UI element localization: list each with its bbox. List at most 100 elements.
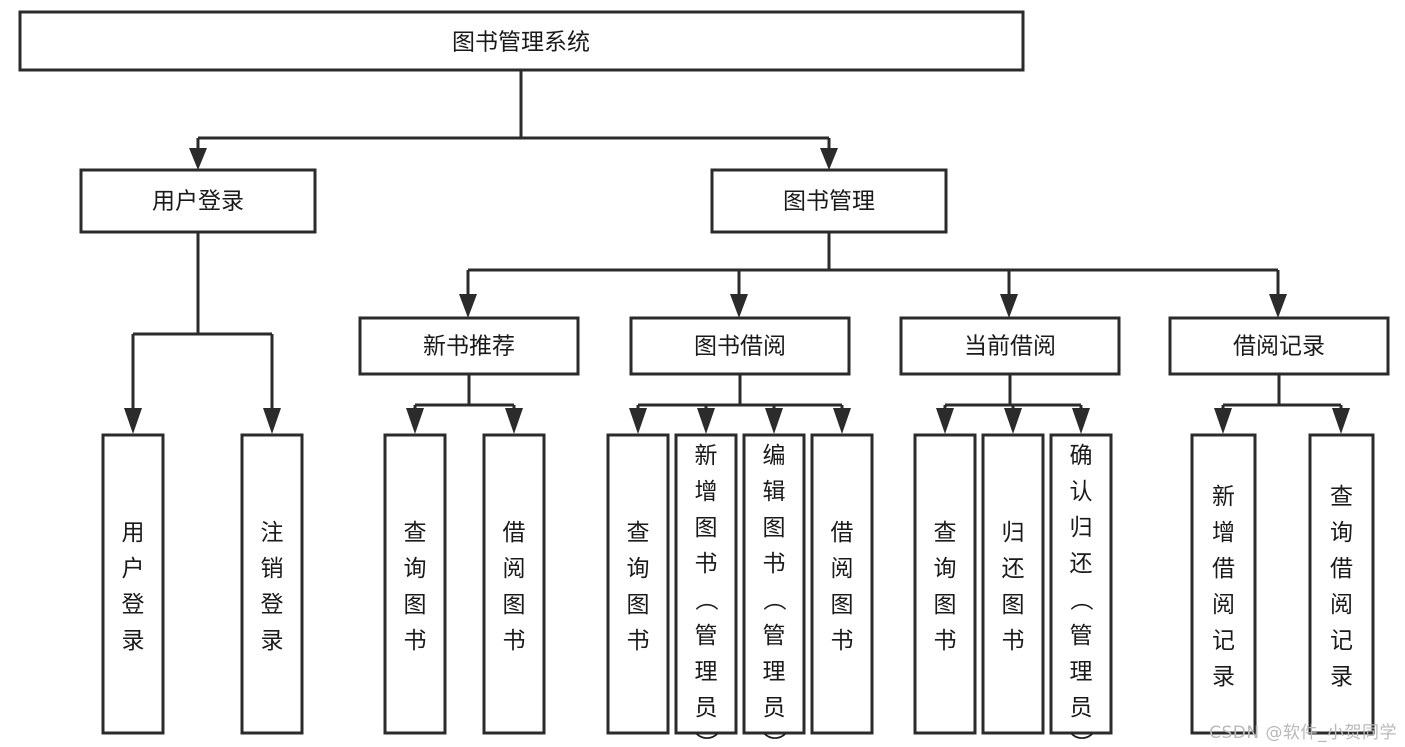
svg-text:查: 查 <box>934 520 957 546</box>
svg-text:增: 增 <box>695 479 718 505</box>
node-borrow-record-box[interactable] <box>1168 316 1390 376</box>
leaf-label-layer: 用户登录注销登录查询图书借阅图书查询图书新增图书（管理员）编辑图书（管理员）借阅… <box>122 443 1354 747</box>
svg-text:借: 借 <box>831 520 854 546</box>
svg-text:编: 编 <box>763 443 786 469</box>
svg-text:）: ） <box>1067 732 1093 747</box>
leaf-query-book-1[interactable] <box>383 433 447 735</box>
node-borrow-record[interactable]: 借阅记录 <box>1168 316 1390 376</box>
node-new-book-rec-box[interactable] <box>358 316 580 376</box>
node-book-borrow-box[interactable] <box>629 316 851 376</box>
svg-text:阅: 阅 <box>1330 592 1353 618</box>
node-user-login-box[interactable] <box>79 168 317 234</box>
node-root-box[interactable] <box>18 10 1025 72</box>
svg-text:增: 增 <box>1212 520 1235 546</box>
arrow-head-leaf-add-record <box>1214 408 1232 434</box>
leaf-borrow-book-1-box[interactable] <box>482 433 546 735</box>
arrow-head-borrowrecord <box>1269 294 1287 318</box>
svg-text:阅: 阅 <box>831 556 854 582</box>
leaf-query-book-3[interactable] <box>913 433 977 735</box>
svg-text:销: 销 <box>261 556 284 582</box>
arrow-head-leaf-query-book-2 <box>629 408 647 434</box>
svg-text:确: 确 <box>1070 443 1093 469</box>
svg-text:认: 认 <box>1070 479 1093 505</box>
svg-text:阅: 阅 <box>1212 592 1235 618</box>
svg-text:书: 书 <box>404 628 427 654</box>
svg-text:借: 借 <box>503 520 526 546</box>
svg-text:图: 图 <box>1002 592 1025 618</box>
arrow-head-leaf-confirm-return <box>1072 408 1090 434</box>
svg-text:图: 图 <box>695 515 718 541</box>
node-book-borrow[interactable]: 图书借阅 <box>629 316 851 376</box>
arrow-head-leaf-query-record <box>1332 408 1350 434</box>
leaf-user-login-box[interactable] <box>101 433 165 735</box>
node-book-manage-label: 图书管理 <box>783 189 875 215</box>
leaf-add-book-box[interactable] <box>674 433 738 735</box>
leaf-borrow-book-1[interactable] <box>482 433 546 735</box>
arrow-head-currentborrow <box>1000 294 1018 318</box>
leaf-confirm-return-box[interactable] <box>1049 433 1113 735</box>
arrow-head-newbookrec <box>459 294 477 318</box>
node-book-manage[interactable]: 图书管理 <box>710 168 948 234</box>
leaf-return-book-box[interactable] <box>981 433 1045 735</box>
svg-text:员: 员 <box>763 695 786 721</box>
svg-text:录: 录 <box>261 628 284 654</box>
svg-text:借: 借 <box>1212 556 1235 582</box>
svg-text:登: 登 <box>122 592 145 618</box>
arrow-head-userlogin <box>189 148 207 170</box>
node-borrow-record-label: 借阅记录 <box>1233 334 1325 360</box>
leaf-user-logout-box[interactable] <box>240 433 304 735</box>
leaf-query-book-3-box[interactable] <box>913 433 977 735</box>
leaf-edit-book-box[interactable] <box>742 433 806 735</box>
node-current-borrow[interactable]: 当前借阅 <box>899 316 1121 376</box>
svg-text:图: 图 <box>627 592 650 618</box>
leaf-borrow-book-2-box[interactable] <box>810 433 874 735</box>
leaf-user-logout[interactable] <box>240 433 304 735</box>
leaf-query-book-2[interactable] <box>606 433 670 735</box>
svg-text:用: 用 <box>122 520 145 546</box>
node-user-login[interactable]: 用户登录 <box>79 168 317 234</box>
leaf-add-record-box[interactable] <box>1190 433 1257 735</box>
leaf-borrow-book-2[interactable] <box>810 433 874 735</box>
node-root-label: 图书管理系统 <box>452 30 590 56</box>
leaf-add-record[interactable] <box>1190 433 1257 735</box>
leaf-query-record-box[interactable] <box>1308 433 1375 735</box>
svg-text:图: 图 <box>503 592 526 618</box>
svg-text:新: 新 <box>1212 484 1235 510</box>
svg-text:借: 借 <box>1330 556 1353 582</box>
leaf-query-record[interactable] <box>1308 433 1375 735</box>
leaf-edit-book[interactable] <box>742 433 806 735</box>
node-current-borrow-box[interactable] <box>899 316 1121 376</box>
svg-text:）: ） <box>692 732 718 747</box>
leaf-confirm-return[interactable] <box>1049 433 1113 735</box>
svg-text:登: 登 <box>261 592 284 618</box>
leaf-add-book[interactable] <box>674 433 738 735</box>
svg-text:图: 图 <box>934 592 957 618</box>
node-new-book-rec[interactable]: 新书推荐 <box>358 316 580 376</box>
leaf-query-book-2-box[interactable] <box>606 433 670 735</box>
node-root[interactable]: 图书管理系统 <box>18 10 1025 72</box>
svg-text:还: 还 <box>1002 556 1025 582</box>
arrow-head-bookborrow <box>730 294 748 318</box>
arrow-head-leaf-user-login <box>124 408 142 434</box>
leaf-user-login[interactable] <box>101 433 165 735</box>
svg-text:记: 记 <box>1330 628 1353 654</box>
leaf-user-login-label: 用户登录 <box>122 520 145 654</box>
watermark: CSDN @软件_小贺同学 <box>1209 723 1397 743</box>
svg-text:理: 理 <box>763 659 786 685</box>
svg-text:员: 员 <box>1070 695 1093 721</box>
node-user-login-label: 用户登录 <box>152 189 244 215</box>
arrow-head-leaf-user-logout <box>263 408 281 434</box>
node-book-borrow-label: 图书借阅 <box>694 334 786 360</box>
svg-text:询: 询 <box>1330 520 1353 546</box>
svg-text:查: 查 <box>627 520 650 546</box>
leaf-query-book-1-box[interactable] <box>383 433 447 735</box>
node-book-manage-box[interactable] <box>710 168 948 234</box>
svg-text:录: 录 <box>1212 664 1235 690</box>
leaf-return-book[interactable] <box>981 433 1045 735</box>
